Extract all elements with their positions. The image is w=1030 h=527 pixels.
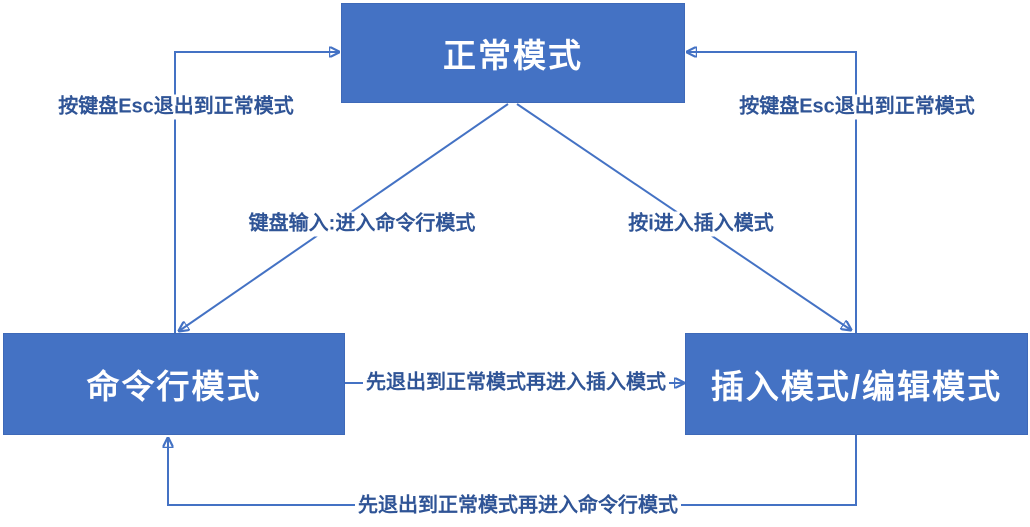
label-enter-insert: 按i进入插入模式 — [625, 211, 777, 237]
connector-esc-from-command — [174, 52, 339, 333]
node-normal-mode: 正常模式 — [341, 3, 685, 103]
node-command-mode-label: 命令行模式 — [86, 368, 262, 405]
connector-esc-from-insert — [687, 52, 857, 333]
node-normal-mode-label: 正常模式 — [443, 37, 583, 74]
label-esc-from-insert: 按键盘Esc退出到正常模式 — [736, 94, 978, 120]
node-command-mode: 命令行模式 — [3, 333, 345, 435]
node-insert-mode-label: 插入模式/编辑模式 — [710, 368, 1003, 405]
label-enter-command: 键盘输入:进入命令行模式 — [245, 211, 479, 237]
label-insert-to-command: 先退出到正常模式再进入命令行模式 — [355, 493, 681, 519]
label-command-to-insert: 先退出到正常模式再进入插入模式 — [363, 370, 669, 396]
label-esc-from-command: 按键盘Esc退出到正常模式 — [55, 94, 297, 120]
node-insert-mode: 插入模式/编辑模式 — [685, 333, 1028, 435]
